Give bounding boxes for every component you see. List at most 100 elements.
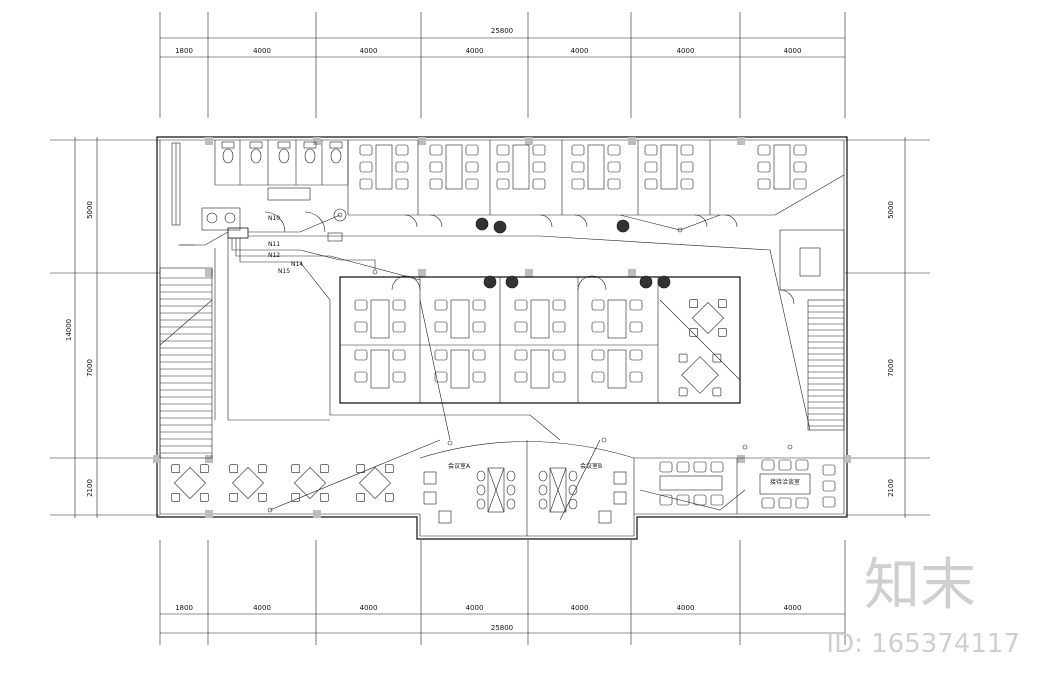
- chair-icon: [591, 349, 605, 361]
- watermark-logo: 知末: [864, 553, 976, 618]
- chair-icon: [607, 178, 621, 190]
- chair-icon: [689, 299, 699, 309]
- chair-icon: [384, 492, 394, 502]
- chair-icon: [822, 496, 836, 508]
- chair-icon: [291, 492, 301, 502]
- left-segment-2: 7000: [86, 359, 94, 377]
- left-segment-1: 5000: [86, 201, 94, 219]
- chair-icon: [392, 371, 406, 383]
- chair-icon: [712, 387, 722, 397]
- left-staircase: [159, 267, 213, 459]
- left-dimension-chain: 14000 5000 7000 2100: [50, 137, 160, 518]
- lounge-table-icon: [681, 356, 719, 394]
- top-segment-1: 1800: [175, 47, 193, 55]
- toilet-icon: [303, 141, 317, 149]
- chair-icon: [629, 321, 643, 333]
- meeting-room-b-label: 会议室B: [580, 462, 602, 470]
- chair-icon: [676, 461, 690, 473]
- chair-icon: [793, 144, 807, 156]
- chair-icon: [644, 178, 658, 190]
- meeting-room-a-label: 会议室A: [448, 462, 471, 470]
- top-segment-6: 4000: [677, 47, 695, 55]
- chair-icon: [354, 349, 368, 361]
- chair-icon: [680, 178, 694, 190]
- chair-icon: [793, 161, 807, 173]
- plant-icon: [493, 220, 507, 234]
- chair-icon: [793, 178, 807, 190]
- watermark-id: ID: 165374117: [826, 629, 1020, 659]
- chair-icon: [472, 321, 486, 333]
- chair-icon: [795, 497, 809, 509]
- bottom-segment-2: 4000: [253, 604, 271, 612]
- desk-icon: [530, 349, 550, 389]
- chair-icon: [354, 371, 368, 383]
- door-swing: [577, 275, 607, 291]
- chair-icon: [757, 178, 771, 190]
- armchair-icon: [423, 471, 437, 485]
- chair-icon: [506, 470, 516, 482]
- top-office-row: [348, 140, 845, 228]
- chair-icon: [568, 470, 578, 482]
- chair-icon: [693, 494, 707, 506]
- chair-icon: [538, 484, 548, 496]
- door-swing: [404, 214, 418, 228]
- right-segment-2: 7000: [887, 359, 895, 377]
- chair-icon: [229, 464, 238, 474]
- desk-icon: [375, 144, 393, 190]
- desk-icon: [607, 299, 627, 339]
- chair-icon: [717, 299, 727, 309]
- chair-icon: [680, 161, 694, 173]
- chair-icon: [676, 494, 690, 506]
- right-segment-1: 5000: [887, 201, 895, 219]
- chair-icon: [354, 321, 368, 333]
- chair-icon: [571, 144, 585, 156]
- chair-icon: [778, 497, 792, 509]
- armchair-icon: [613, 471, 627, 485]
- desk-icon: [773, 144, 791, 190]
- toilet-icon: [329, 141, 343, 149]
- chair-icon: [476, 498, 486, 510]
- circuit-label-n10: N10: [268, 215, 280, 222]
- chair-icon: [359, 178, 373, 190]
- chair-icon: [434, 321, 448, 333]
- chair-icon: [257, 492, 267, 502]
- chair-icon: [465, 144, 479, 156]
- right-dimension-chain: 5000 7000 2100: [845, 137, 930, 518]
- watermark: 知末 ID: 165374117: [826, 553, 1020, 659]
- chair-icon: [689, 327, 699, 337]
- chair-icon: [532, 178, 546, 190]
- chair-icon: [319, 464, 329, 474]
- chair-icon: [229, 492, 238, 502]
- door-swing: [429, 214, 443, 228]
- chair-icon: [629, 349, 643, 361]
- left-total-dimension: 14000: [65, 319, 73, 341]
- chair-icon: [465, 178, 479, 190]
- meeting-table-icon: [487, 467, 505, 513]
- chair-icon: [472, 371, 486, 383]
- desk-icon: [530, 299, 550, 339]
- chair-icon: [395, 161, 409, 173]
- plant-icon: [483, 275, 497, 289]
- desk-icon: [512, 144, 530, 190]
- chair-icon: [607, 161, 621, 173]
- chair-icon: [429, 144, 443, 156]
- chair-icon: [359, 161, 373, 173]
- chair-icon: [795, 459, 809, 471]
- bottom-total-dimension: 25800: [491, 624, 513, 632]
- chair-icon: [476, 484, 486, 496]
- door-swing: [391, 275, 421, 291]
- reception-room-label: 接待洽谈室: [770, 478, 800, 486]
- plant-icon: [616, 219, 630, 233]
- electrical-wiring: N10 N11 N12 N14 N15: [178, 214, 811, 521]
- chair-icon: [644, 144, 658, 156]
- plant-icon: [657, 275, 671, 289]
- chair-icon: [680, 144, 694, 156]
- chair-icon: [514, 321, 528, 333]
- chair-icon: [171, 464, 180, 474]
- chair-icon: [514, 349, 528, 361]
- chair-icon: [693, 461, 707, 473]
- chair-icon: [472, 299, 486, 311]
- top-segment-2: 4000: [253, 47, 271, 55]
- conference-table-icon: [659, 475, 723, 491]
- lounge-area: [171, 464, 394, 502]
